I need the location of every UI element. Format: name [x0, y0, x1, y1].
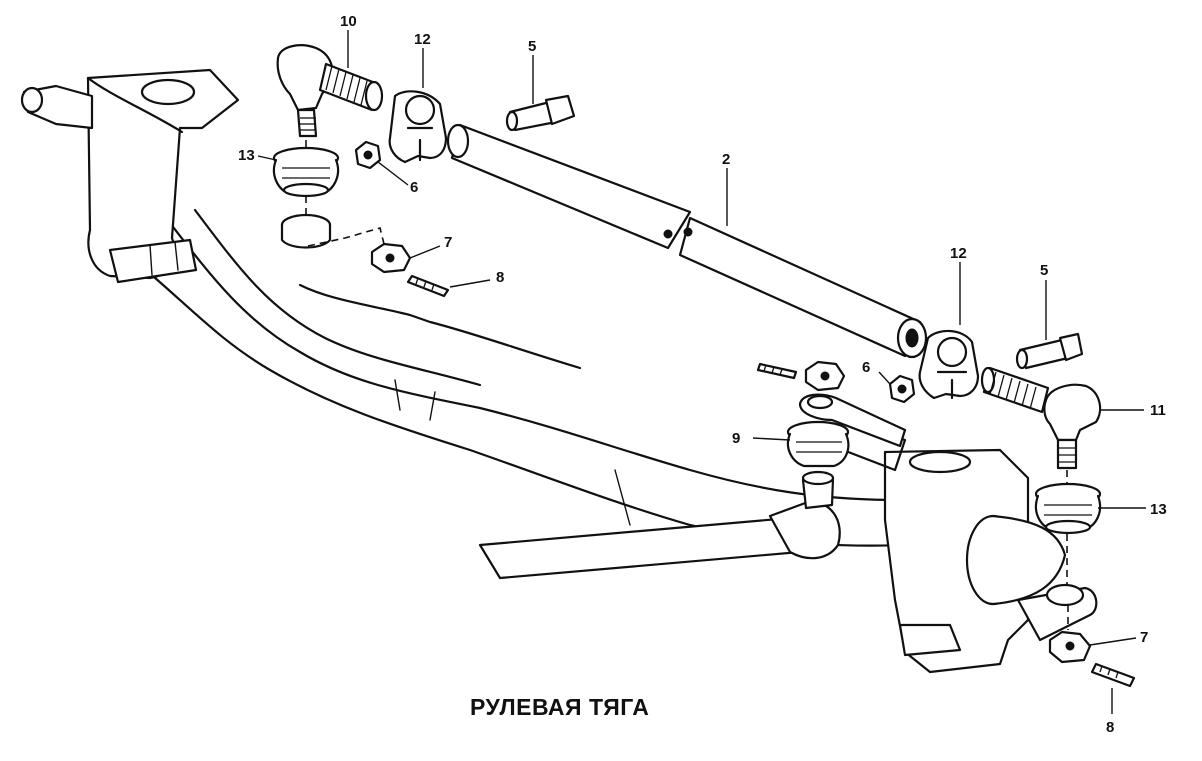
assembly-lines: [305, 140, 1069, 630]
castle-nut-left: [370, 242, 412, 274]
callout-label: 11: [1150, 402, 1166, 419]
diagram-title: РУЛЕВАЯ ТЯГА: [470, 694, 650, 720]
clamp-right: [918, 329, 980, 400]
tie-rod-tube: [446, 123, 928, 359]
dust-boot-right: [1034, 482, 1102, 535]
tie-rod-end-left: [276, 44, 384, 138]
bolt-right: [1015, 332, 1084, 370]
bolt-left: [505, 94, 576, 132]
cotter-pin-right: [1090, 662, 1136, 688]
seat-left: [280, 213, 332, 249]
front-axle-beam: [118, 208, 907, 547]
callout-label: 13: [1150, 501, 1167, 518]
castle-nut-right: [1048, 630, 1092, 664]
callout-label: 8: [1106, 719, 1114, 736]
drag-link-end-parts: [756, 360, 907, 468]
nut-right: [888, 374, 916, 404]
tie-rod-end-right: [980, 366, 1102, 470]
nut-left: [354, 140, 382, 170]
callout-labels: 10 12 5 13 6 2 7 8 12 5 6 11 9 13 7 8: [238, 13, 1167, 736]
callout-label: 8: [496, 269, 504, 286]
callout-label: 5: [528, 38, 536, 55]
right-steering-knuckle: [818, 412, 1098, 674]
callout-label: 7: [1140, 629, 1148, 646]
callout-label: 6: [410, 179, 418, 196]
callout-label: 6: [862, 359, 870, 376]
leader-lines: [257, 30, 1146, 714]
clamp-left: [388, 90, 448, 164]
callout-label: 7: [444, 234, 452, 251]
cotter-pin-left: [406, 274, 450, 298]
left-steering-knuckle: [20, 68, 240, 284]
dust-boot-left: [272, 146, 340, 198]
callout-label: 12: [950, 245, 967, 262]
callout-label: 10: [340, 13, 357, 30]
drag-link-rod: [478, 470, 841, 580]
callout-label: 9: [732, 430, 740, 447]
callout-label: 12: [414, 31, 431, 48]
callout-label: 5: [1040, 262, 1048, 279]
callout-label: 2: [722, 151, 730, 168]
callout-label: 13: [238, 147, 255, 164]
